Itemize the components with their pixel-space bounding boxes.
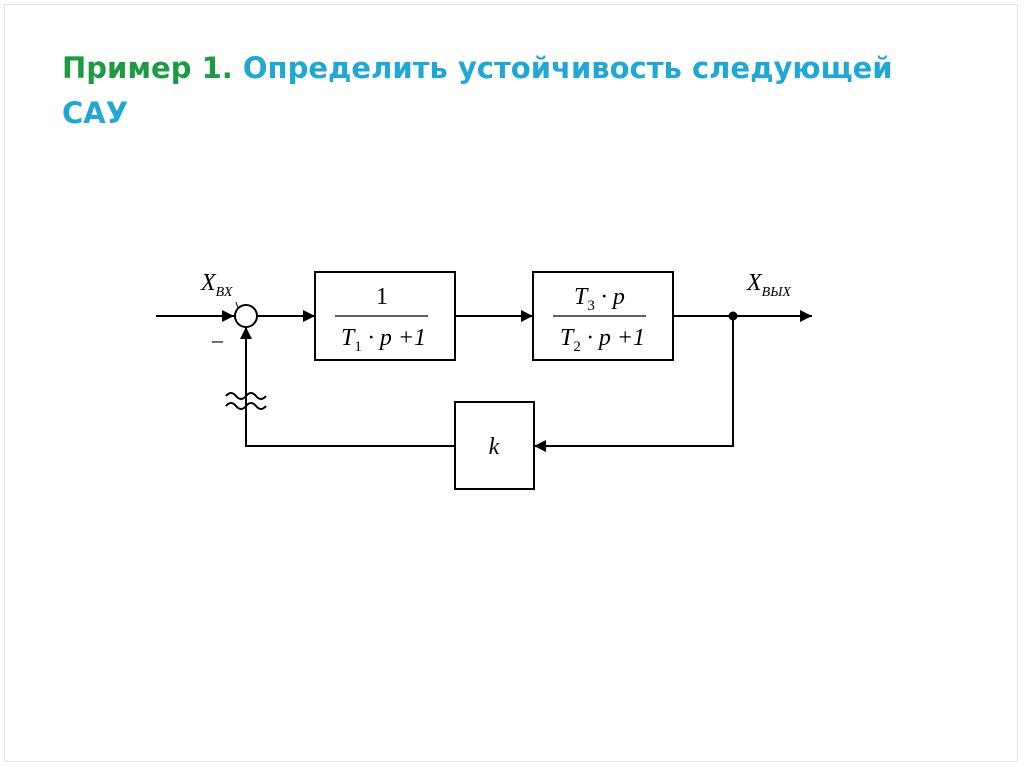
feedback-line-to-junction bbox=[240, 327, 455, 447]
summing-junction bbox=[234, 304, 258, 328]
junction-tick bbox=[235, 301, 239, 309]
slide-title: Пример 1. Определить устойчивость следую… bbox=[62, 46, 962, 136]
block2-denominator: T2 · p +1 bbox=[560, 325, 645, 355]
output-label: XВЫХ bbox=[746, 270, 791, 300]
block2-numerator: T3 · p bbox=[574, 284, 625, 314]
feedback-block-box bbox=[454, 401, 535, 490]
block1-denominator: T1 · p +1 bbox=[341, 325, 426, 355]
wavy-mark-bottom bbox=[225, 402, 267, 410]
wavy-mark-top bbox=[225, 392, 267, 400]
title-main: Определить устойчивость следующей САУ bbox=[62, 51, 893, 130]
input-label: XВХ bbox=[200, 270, 233, 300]
feedback-gain-label: k bbox=[489, 434, 500, 460]
title-prefix: Пример 1. bbox=[62, 51, 233, 85]
slide-frame bbox=[4, 4, 1018, 762]
minus-sign: – bbox=[211, 327, 224, 352]
feedback-line-to-k bbox=[534, 316, 734, 452]
block1-numerator: 1 bbox=[376, 284, 388, 310]
